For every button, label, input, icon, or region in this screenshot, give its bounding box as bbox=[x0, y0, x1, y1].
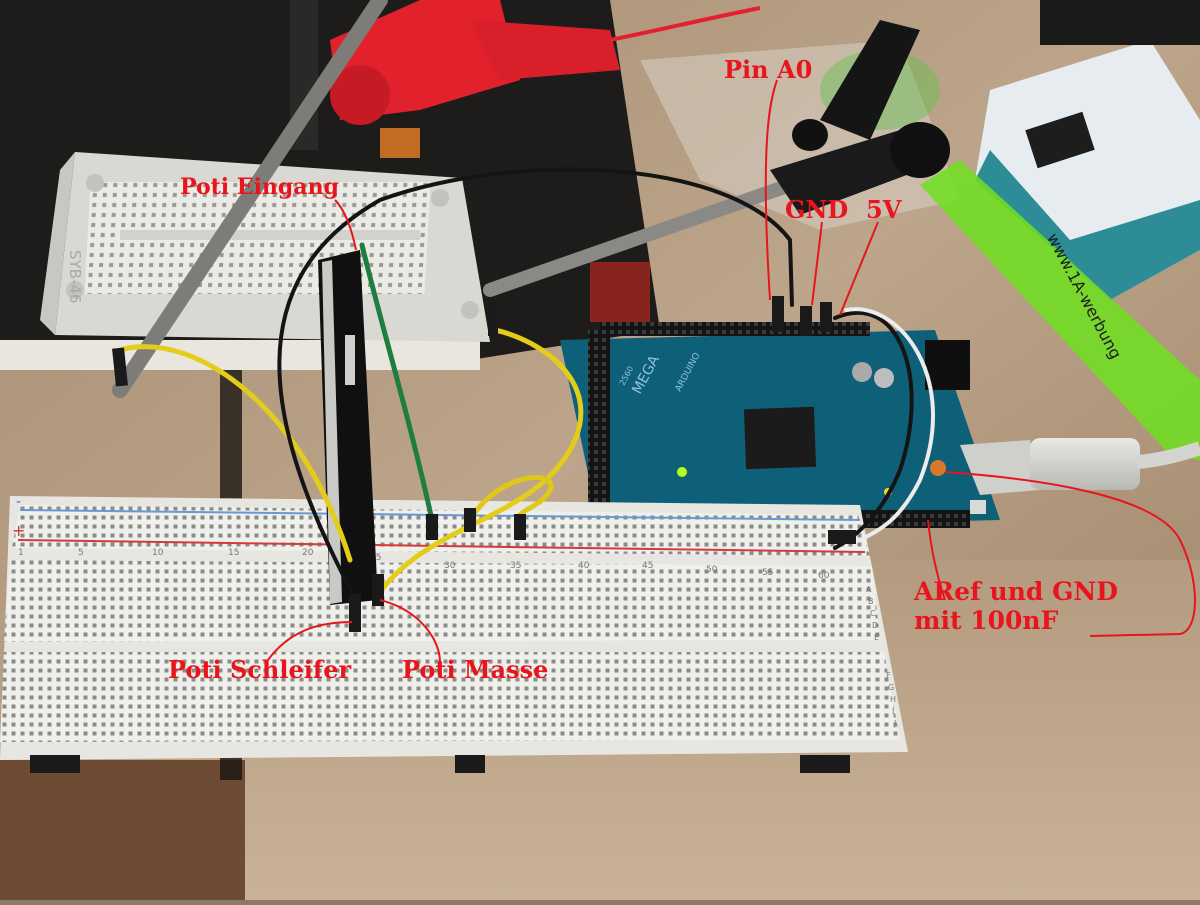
col-num-55: 55 bbox=[762, 568, 773, 578]
row-letter-g: G bbox=[888, 683, 894, 692]
rail-plus-sign: + bbox=[12, 521, 25, 540]
col-num-60: 60 bbox=[818, 571, 830, 581]
aref-line-1: ARef und GND bbox=[914, 577, 1118, 606]
red-probe-clip bbox=[330, 0, 761, 125]
row-letter-d: D bbox=[872, 621, 878, 630]
col-num-45: 45 bbox=[642, 561, 653, 571]
col-num-50: 50 bbox=[706, 565, 718, 575]
laptop-corner bbox=[1040, 0, 1200, 45]
book-print-red bbox=[590, 262, 650, 322]
black-probe-clips bbox=[770, 20, 950, 215]
large-breadboard: - + 1 5 10 15 20 25 30 35 40 45 50 55 60… bbox=[0, 494, 908, 773]
book-print bbox=[380, 128, 420, 158]
grey-probe-left bbox=[112, 0, 388, 398]
annotation-leader-lines bbox=[267, 79, 1196, 663]
row-letter-c: C bbox=[870, 609, 876, 618]
small-breadboard-label: SYB-46 bbox=[66, 250, 84, 303]
arduino-box-teal bbox=[975, 150, 1200, 300]
col-num-40: 40 bbox=[578, 561, 590, 571]
col-num-5: 5 bbox=[78, 548, 84, 558]
col-num-10: 10 bbox=[152, 548, 164, 558]
poti-eingang-annotation: Poti Eingang bbox=[180, 174, 339, 200]
row-letter-i: I bbox=[892, 707, 894, 716]
row-letter-f: F bbox=[886, 671, 891, 680]
white-paper-edge bbox=[0, 340, 480, 370]
poti-masse-annotation: Poti Masse bbox=[402, 655, 549, 684]
row-letter-j: J bbox=[893, 719, 896, 728]
5v-annotation: 5V bbox=[866, 195, 902, 224]
row-letter-a: A bbox=[866, 585, 872, 594]
col-num-30: 30 bbox=[444, 561, 456, 571]
gnd-annotation: GND bbox=[785, 195, 849, 224]
wires bbox=[117, 167, 936, 600]
aref-gnd-annotation: ARef und GND mit 100nF bbox=[914, 577, 1118, 636]
col-num-15: 15 bbox=[228, 548, 239, 558]
poti-schleifer-annotation: Poti Schleifer bbox=[168, 655, 352, 684]
aref-line-2: mit 100nF bbox=[914, 605, 1059, 635]
row-letter-e: E bbox=[874, 633, 879, 642]
row-letter-h: H bbox=[890, 695, 896, 704]
box-barcode bbox=[1025, 111, 1095, 169]
col-num-35: 35 bbox=[510, 561, 521, 571]
usb-cable bbox=[960, 438, 1200, 495]
pin-a0-annotation: Pin A0 bbox=[724, 55, 813, 84]
rail-minus-sign: - bbox=[16, 494, 21, 510]
desk-edge-shadow bbox=[0, 760, 245, 900]
row-letter-b: B bbox=[868, 597, 874, 606]
col-num-20: 20 bbox=[302, 548, 314, 558]
col-num-1: 1 bbox=[18, 548, 24, 558]
green-strip bbox=[920, 160, 1200, 460]
